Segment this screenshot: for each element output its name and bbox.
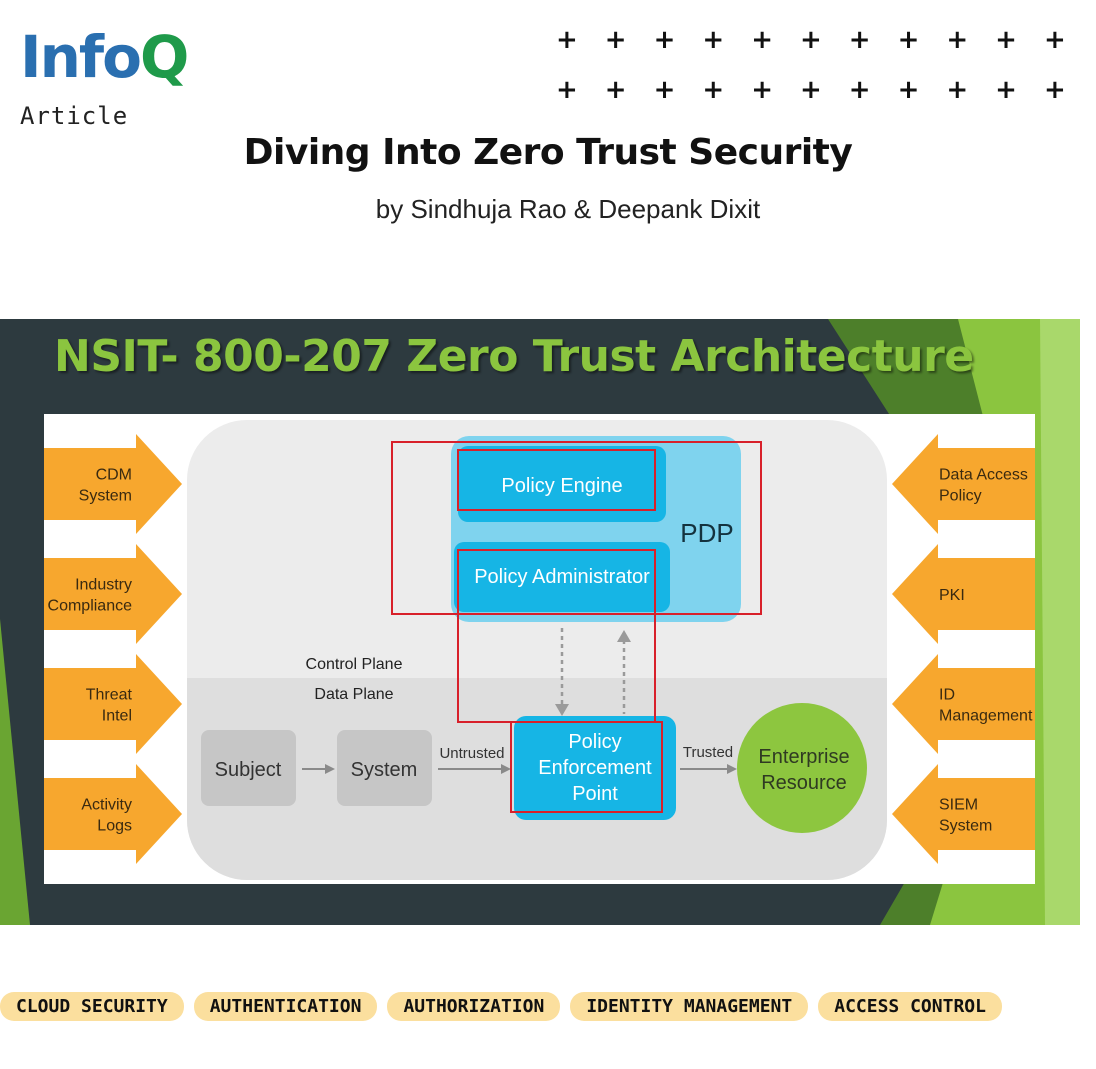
zero-trust-diagram: CDMSystemIndustryComplianceThreatIntelAc… xyxy=(44,414,1035,884)
plus-mark: + xyxy=(556,75,578,105)
tag-access-control[interactable]: ACCESS CONTROL xyxy=(818,992,1002,1021)
tag-cloud-security[interactable]: CLOUD SECURITY xyxy=(0,992,184,1021)
right-input-label: SIEM xyxy=(939,797,978,814)
tag-authentication[interactable]: AUTHENTICATION xyxy=(193,992,378,1021)
plus-mark: + xyxy=(848,75,871,105)
right-input-arrow xyxy=(892,544,1035,644)
article-title: Diving Into Zero Trust Security xyxy=(243,132,853,173)
plus-mark: + xyxy=(702,75,725,105)
policy-engine-label: Policy Engine xyxy=(501,475,622,497)
plus-mark: + xyxy=(1043,75,1066,105)
left-input-label: CDM xyxy=(96,467,132,484)
data-plane-label: Data Plane xyxy=(314,686,393,703)
infoq-logo[interactable]: InfoQ xyxy=(20,23,189,91)
plus-mark: + xyxy=(556,25,578,55)
left-input-label: Activity xyxy=(81,797,132,814)
plus-mark: + xyxy=(604,25,627,55)
plus-mark: + xyxy=(751,25,773,55)
dotted-arrow-up-head xyxy=(617,630,631,642)
tag-identity-management[interactable]: IDENTITY MANAGEMENT xyxy=(570,992,809,1021)
right-input-arrow xyxy=(892,434,1035,534)
enterprise-resource-circle[interactable] xyxy=(737,703,867,833)
diagram-title: NSIT- 800-207 Zero Trust Architecture xyxy=(54,331,974,382)
left-input-arrow xyxy=(44,434,182,534)
right-input-label: Policy xyxy=(939,488,982,505)
article-byline: by Sindhuja Rao & Deepank Dixit xyxy=(375,194,761,224)
highlight-pep xyxy=(510,721,663,813)
plus-mark: + xyxy=(604,75,627,105)
left-input-label: System xyxy=(79,488,132,505)
right-input-label: Management xyxy=(939,708,1033,725)
plus-mark: + xyxy=(897,75,920,105)
untrusted-arrowhead xyxy=(501,764,511,774)
dotted-arrow-down-head xyxy=(555,704,569,716)
plus-mark: + xyxy=(799,75,822,105)
subject-label: Subject xyxy=(215,759,282,781)
policy-engine-box[interactable] xyxy=(458,446,666,522)
architecture-slide: NSIT- 800-207 Zero Trust Architecture CD… xyxy=(0,319,1080,925)
left-inputs: CDM SystemIndustryComplianceThreatIntelAc… xyxy=(44,434,182,864)
right-input-arrow xyxy=(892,654,1035,754)
left-input-arrow xyxy=(44,544,182,644)
pep-line-3: Point xyxy=(572,783,618,805)
right-input-label: PKI xyxy=(939,587,965,604)
plus-mark: + xyxy=(653,75,676,105)
left-input-label: Industry xyxy=(75,577,132,594)
subject-to-system-arrowhead xyxy=(325,764,335,774)
decorative-plus-grid: + + + + + + + + + + + + + + + + + + + + + + xyxy=(556,22,1076,108)
topic-tags: CLOUD SECURITY AUTHENTICATION AUTHORIZATIO… xyxy=(0,992,1002,1021)
pep-line-2: Enforcement xyxy=(538,757,652,779)
tag-authorization[interactable]: AUTHORIZATION xyxy=(387,992,561,1021)
left-input-arrow xyxy=(44,654,182,754)
left-input-label: Compliance xyxy=(48,598,133,615)
right-input-label: Data Access xyxy=(939,467,1028,484)
pep-line-1: Policy xyxy=(568,731,621,753)
content-type-label: Article xyxy=(20,102,129,130)
pep-box[interactable] xyxy=(514,716,676,820)
pdp-label: PDP xyxy=(680,518,733,548)
plus-mark: + xyxy=(995,25,1017,55)
policy-administrator-box[interactable] xyxy=(454,542,670,612)
plus-mark: + xyxy=(848,25,871,55)
left-input-label: Threat xyxy=(86,687,133,704)
plus-mark: + xyxy=(702,25,725,55)
right-input-label: System xyxy=(939,818,992,835)
plus-mark: + xyxy=(653,25,676,55)
right-input-arrow xyxy=(892,764,1035,864)
system-label: System xyxy=(351,759,418,781)
trusted-label: Trusted xyxy=(683,744,733,761)
highlight-policy-engine xyxy=(457,449,656,511)
policy-administrator-label: Policy Administrator xyxy=(474,566,650,588)
plus-mark: + xyxy=(751,75,773,105)
subject-box[interactable] xyxy=(201,730,296,806)
infoq-brand: InfoQ Article xyxy=(20,23,189,130)
highlight-pdp xyxy=(391,441,762,615)
resource-line-1: Enterprise xyxy=(758,746,849,768)
right-input-label: ID xyxy=(939,687,955,704)
plus-mark: + xyxy=(946,25,969,55)
plus-mark: + xyxy=(995,75,1017,105)
left-input-label: Intel xyxy=(102,708,132,725)
left-input-arrow xyxy=(44,764,182,864)
resource-line-2: Resource xyxy=(761,772,847,794)
left-input-label: Logs xyxy=(97,818,132,835)
plus-mark: + xyxy=(1043,25,1066,55)
untrusted-label: Untrusted xyxy=(439,745,504,762)
plus-mark: + xyxy=(799,25,822,55)
trusted-arrowhead xyxy=(727,764,737,774)
control-plane-label: Control Plane xyxy=(306,656,403,673)
system-box[interactable] xyxy=(337,730,432,806)
plus-mark: + xyxy=(897,25,920,55)
plus-mark: + xyxy=(946,75,969,105)
